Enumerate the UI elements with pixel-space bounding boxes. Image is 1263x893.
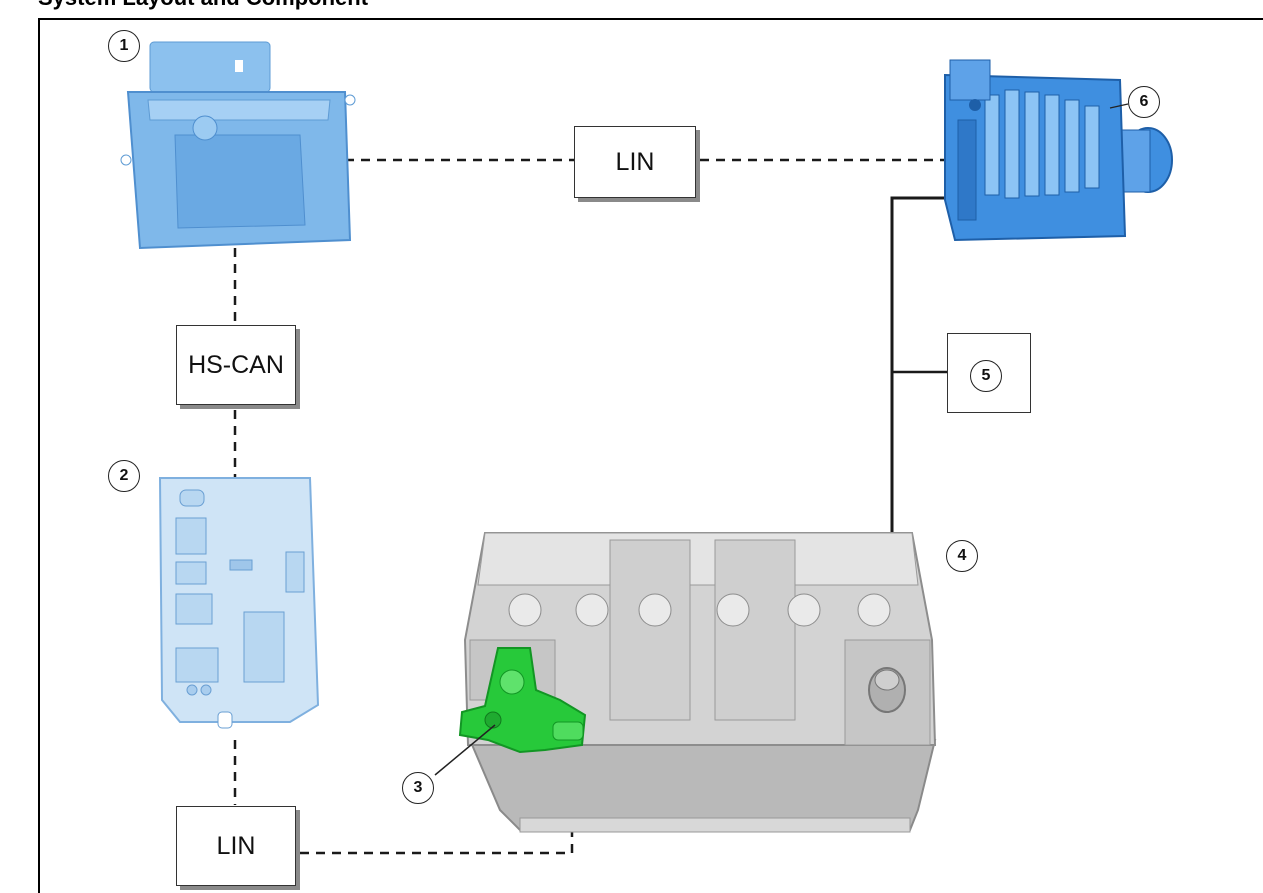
callout-6: 6	[1128, 86, 1160, 118]
callout-3: 3	[402, 772, 434, 804]
callout-1: 1	[108, 30, 140, 62]
callout-2: 2	[108, 460, 140, 492]
callout-5: 5	[970, 360, 1002, 392]
lin-label-bottom: LIN	[176, 806, 296, 886]
body-control-module	[160, 478, 318, 728]
lin-label-top: LIN	[574, 126, 696, 198]
hs-can-label: HS-CAN	[176, 325, 296, 405]
engine-control-module	[121, 42, 355, 248]
callout-4: 4	[946, 540, 978, 572]
